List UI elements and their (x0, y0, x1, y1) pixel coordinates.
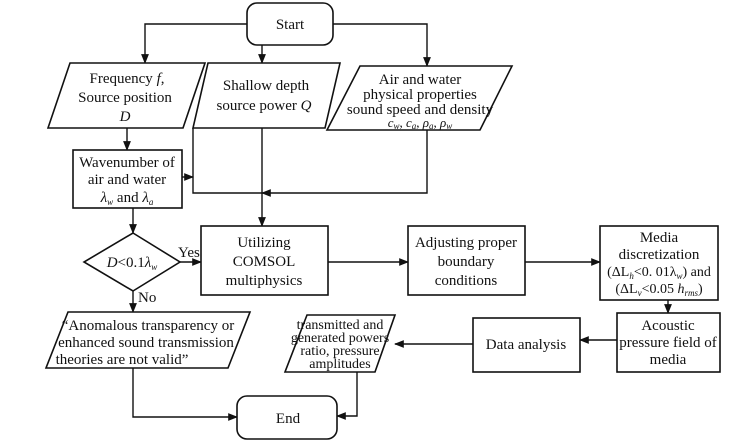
end-node: End (236, 395, 338, 440)
decision-label: D<0.1λw (106, 255, 158, 272)
properties-symbols: cw, ca, ρa, ρw (388, 115, 453, 131)
end-label: End (276, 411, 301, 427)
boundary-node: Adjusting proper boundary conditions (407, 225, 526, 296)
frequency-input-node: Frequency f, Source position D (46, 62, 207, 129)
source-power-label: source power Q (217, 98, 312, 114)
boundary-line-2: boundary (438, 254, 495, 270)
discretization-node: Media discretization (ΔLh<0. 01λw) and (… (599, 225, 719, 301)
acoustic-line-3: media (650, 352, 687, 368)
shallow-depth-node: Shallow depth source power Q (191, 62, 342, 129)
source-position-label: Source position (78, 90, 172, 106)
wavenumber-node: Wavenumber of air and water λw and λa (72, 149, 183, 209)
edge-start-frequency (141, 23, 247, 64)
connectors (123, 23, 672, 421)
properties-line-2: physical properties (363, 87, 477, 103)
acoustic-node: Acoustic pressure field of media (616, 312, 721, 373)
decision-node: D<0.1λw (82, 232, 182, 292)
results-line-3: ratio, pressure (300, 344, 379, 359)
results-line-1: transmitted and (297, 318, 384, 333)
invalid-line-2: enhanced sound transmission (58, 335, 234, 351)
no-label: No (138, 290, 156, 306)
discretization-line-1: Media (640, 230, 679, 246)
shallow-label: Shallow depth (223, 78, 310, 94)
wavenumber-line-2: air and water (88, 172, 166, 188)
edge-properties-merge (261, 130, 428, 197)
source-position-symbol: D (119, 109, 131, 125)
frequency-label: Frequency f, (90, 71, 165, 87)
acoustic-line-2: pressure field of (619, 335, 716, 351)
comsol-line-3: multiphysics (226, 273, 303, 289)
boundary-line-3: conditions (435, 273, 498, 289)
wavenumber-line-3: λw and λa (100, 190, 154, 207)
results-node: transmitted and generated powers ratio, … (283, 314, 397, 373)
analysis-node: Data analysis (472, 317, 581, 373)
edge-invalid-end (132, 368, 238, 421)
properties-node: Air and water physical properties sound … (325, 65, 514, 131)
invalid-line-1: “Anomalous transparency or (62, 318, 234, 334)
wavenumber-line-1: Wavenumber of (79, 155, 175, 171)
start-label: Start (276, 17, 305, 33)
edge-results-end (336, 372, 358, 420)
yes-label: Yes (178, 245, 200, 261)
properties-line-3: sound speed and density (347, 102, 494, 118)
analysis-label: Data analysis (486, 337, 567, 353)
start-node: Start (246, 2, 334, 46)
boundary-line-1: Adjusting proper (415, 235, 517, 251)
properties-line-1: Air and water (379, 72, 461, 88)
comsol-node: Utilizing COMSOL multiphysics (200, 225, 329, 296)
edge-start-properties (333, 23, 431, 67)
acoustic-line-1: Acoustic (641, 318, 695, 334)
invalid-line-3: theories are not valid” (56, 352, 189, 368)
results-line-4: amplitudes (309, 357, 370, 372)
edge-frequency-merge (192, 128, 262, 194)
comsol-line-2: COMSOL (233, 254, 296, 270)
discretization-line-2: discretization (619, 247, 700, 263)
results-line-2: generated powers (291, 331, 389, 346)
comsol-line-1: Utilizing (237, 235, 291, 251)
invalid-theory-node: “Anomalous transparency or enhanced soun… (44, 311, 252, 369)
discretization-line-3: (ΔLh<0. 01λw) and (607, 265, 711, 281)
discretization-line-4: (ΔLv<0.05 hrms) (615, 282, 703, 298)
